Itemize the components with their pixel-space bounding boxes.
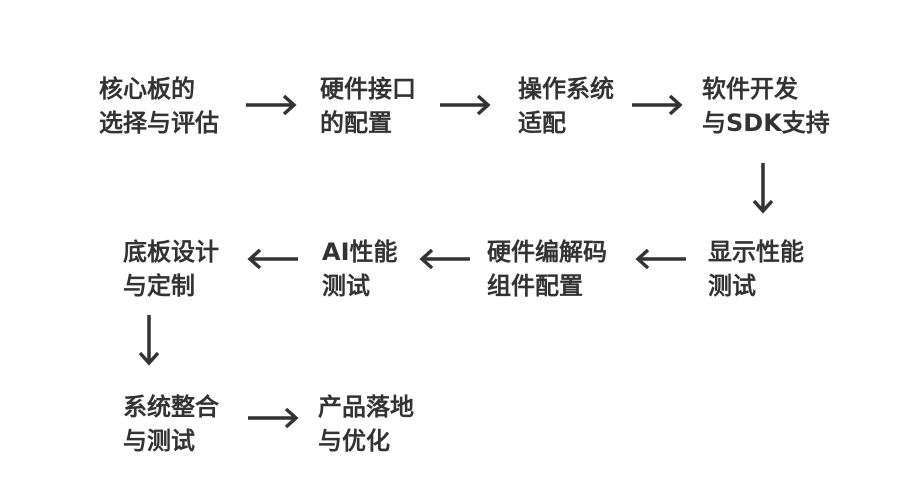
step-ai-performance-test: AI性能 测试 (322, 235, 398, 303)
step-label-line: 选择与评估 (99, 109, 219, 137)
arrow-right-icon (632, 94, 683, 116)
step-label-line: 与测试 (123, 427, 195, 455)
step-label-line: 软件开发 (702, 75, 798, 103)
step-label-line: 组件配置 (487, 272, 583, 300)
step-display-performance-test: 显示性能 测试 (708, 235, 804, 303)
step-label-line: 的配置 (320, 109, 392, 137)
step-label-line: 显示性能 (708, 238, 804, 266)
step-label-line: 测试 (322, 272, 370, 300)
arrow-left-icon (635, 248, 686, 270)
arrow-right-icon (248, 407, 299, 429)
step-hardware-interface-config: 硬件接口 的配置 (320, 72, 416, 140)
step-product-launch-optimization: 产品落地 与优化 (318, 390, 414, 458)
step-os-adaptation: 操作系统 适配 (518, 72, 614, 140)
step-label-line: 核心板的 (99, 75, 195, 103)
step-label-line: AI性能 (322, 238, 398, 266)
step-label-line: 与优化 (318, 427, 390, 455)
step-software-sdk-support: 软件开发 与SDK支持 (702, 72, 830, 140)
arrow-right-icon (246, 94, 297, 116)
step-label-line: 产品落地 (318, 393, 414, 421)
step-label-line: 与SDK支持 (702, 109, 830, 137)
step-system-integration-test: 系统整合 与测试 (123, 390, 219, 458)
step-label-line: 测试 (708, 272, 756, 300)
step-label-line: 硬件接口 (320, 75, 416, 103)
step-label-line: 系统整合 (123, 393, 219, 421)
step-label-line: 硬件编解码 (487, 238, 607, 266)
arrow-down-icon (752, 163, 774, 214)
step-label-line: 与定制 (123, 272, 195, 300)
arrow-left-icon (247, 248, 298, 270)
step-hardware-codec-config: 硬件编解码 组件配置 (487, 235, 607, 303)
arrow-down-icon (138, 315, 160, 366)
step-label-line: 适配 (518, 109, 566, 137)
arrow-left-icon (419, 248, 470, 270)
arrow-right-icon (440, 94, 491, 116)
step-label-line: 操作系统 (518, 75, 614, 103)
step-baseboard-design: 底板设计 与定制 (123, 235, 219, 303)
step-label-line: 底板设计 (123, 238, 219, 266)
step-core-board-selection: 核心板的 选择与评估 (99, 72, 219, 140)
